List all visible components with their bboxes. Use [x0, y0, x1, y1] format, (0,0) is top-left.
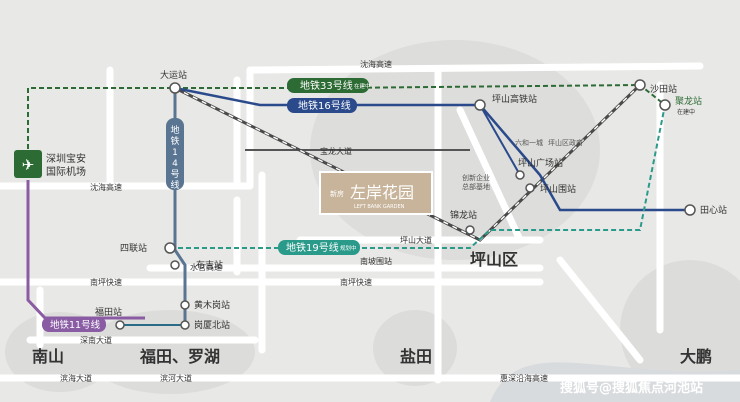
station-jinlong-marker [465, 225, 475, 235]
project-badge: 新房 左岸花园 LEFT BANK GARDEN [319, 171, 433, 215]
metro-line-16 [174, 86, 690, 212]
landmark-innovation-2: 总部基地 [462, 182, 490, 191]
road-network [0, 62, 740, 384]
station-dayun-label: 大运站 [160, 69, 187, 81]
district-label-pingshan: 坪山区 [470, 250, 518, 269]
road-label-nanping-east: 南坪快速 [340, 277, 372, 287]
metro-label-19: 地铁19号线 规划中 [278, 240, 360, 255]
road-label-baolong: 宝龙大道 [320, 146, 352, 156]
station-pingshan-square-marker [515, 170, 525, 180]
road-label-yanhai: 沈海高速 [360, 59, 392, 69]
metro-label-33-note: 在建中 [354, 82, 371, 90]
station-tianxin-marker [684, 204, 696, 216]
station-buji-label: 布吉站 [196, 259, 223, 271]
road-yanba [556, 256, 644, 364]
station-labels: 大运站 坪山高铁站 沙田站 聚龙站 在建中 田心站 坪山广场站 坪山围站 锦龙站… [95, 69, 727, 331]
district-label-yantian: 盐田 [400, 347, 432, 366]
district-label-futian: 福田、罗湖 [139, 347, 220, 366]
station-silian-label: 四联站 [120, 242, 147, 254]
project-subtitle: LEFT BANK GARDEN [354, 204, 405, 210]
landmark-mall: 六和一城 [515, 138, 543, 147]
station-buji-marker [170, 260, 180, 270]
station-silian-marker [164, 242, 176, 254]
district-blob-dapeng [620, 260, 740, 400]
road-label-pingshan-ave: 坪山大道 [400, 235, 432, 245]
road-label-binhe: 滨河大道 [160, 373, 192, 383]
sea-area [490, 362, 740, 402]
road-label-huiao: 惠深沿海高速 [500, 373, 548, 383]
station-pingshan-wei-label: 坪山围站 [540, 183, 576, 195]
metro-label-19-text: 地铁19号线 [286, 241, 339, 254]
project-title: 左岸花园 [350, 183, 414, 202]
road-label-binhai: 滨海大道 [60, 373, 92, 383]
station-huangmugang-label: 黄木岗站 [194, 299, 230, 311]
station-markers [115, 79, 696, 330]
metro-label-11: 地铁11号线 [42, 317, 106, 332]
district-blob-futian [85, 310, 255, 394]
station-pingshan-hsr-marker [474, 99, 486, 111]
airport-label-2: 国际机场 [46, 165, 86, 178]
road-yanhai [246, 62, 704, 74]
project-badge-tag: 新房 [330, 189, 344, 198]
road-label-shennan: 深南大道 [80, 335, 112, 345]
airport-landmark: ✈ 深圳宝安 国际机场 [14, 150, 86, 178]
station-nanbuwei-label: 南坡围站 [360, 256, 392, 266]
watermark: 搜狐号@搜狐焦点河池站 [560, 380, 703, 396]
metro-label-16-text: 地铁16号线 [298, 99, 351, 112]
road-label-nanping: 南坪快速 [90, 277, 122, 287]
landmark-gov: 坪山区政府 [548, 138, 583, 147]
station-huangmugang-marker [180, 300, 190, 310]
station-julong-label: 聚龙站 [675, 95, 702, 107]
metro-label-11-text: 地铁11号线 [50, 319, 101, 331]
road-shenshan [456, 106, 524, 244]
station-jinlong-label: 锦龙站 [450, 209, 477, 221]
station-pingshan-wei-marker [525, 183, 535, 193]
district-labels: 南山 福田、罗湖 盐田 坪山区 大鹏 [32, 250, 712, 366]
station-tianxin-label: 田心站 [700, 204, 727, 216]
road-label-shuiguan: 水官高速 [190, 262, 222, 272]
station-shatian-label: 沙田站 [650, 83, 677, 95]
metro-line-33 [27, 83, 666, 165]
station-gangxia-north-label: 岗厦北站 [194, 319, 230, 331]
road-label-yanhai-west: 沈海高速 [90, 182, 122, 192]
metro-label-33: 地铁33号线 在建中 [287, 78, 371, 93]
airplane-icon: ✈ [22, 156, 35, 174]
road-labels: 沈海高速 沈海高速 宝龙大道 南坪快速 水官高速 深南大道 滨海大道 滨河大道 … [60, 59, 548, 383]
project-badge-bg [319, 171, 433, 215]
airport-icon-bg [14, 150, 42, 178]
metro-line-19 [170, 104, 666, 249]
station-futian-label: 福田站 [95, 306, 122, 318]
station-pingshan-square-label: 坪山广场站 [518, 157, 563, 169]
district-label-dapeng: 大鹏 [680, 347, 712, 366]
station-futian-marker [115, 320, 125, 330]
metro-label-33-text: 地铁33号线 [300, 79, 353, 92]
metro-label-19-note: 规划中 [340, 244, 357, 252]
district-label-nanshan: 南山 [32, 347, 64, 366]
metro-label-16: 地铁16号线 [287, 98, 357, 113]
metro-line-16-branch [479, 104, 521, 176]
station-julong-note: 在建中 [677, 108, 695, 116]
station-dayun-marker [169, 82, 181, 94]
landmark-innovation: 创新企业 [462, 173, 490, 182]
station-shatian-marker [634, 79, 646, 91]
station-pingshan-hsr-label: 坪山高铁站 [492, 93, 537, 105]
station-gangxia-north-marker [180, 320, 190, 330]
landmark-labels: 六和一城 坪山区政府 创新企业 总部基地 [462, 138, 583, 191]
station-julong-marker [659, 99, 671, 111]
airport-label-1: 深圳宝安 [46, 152, 86, 165]
